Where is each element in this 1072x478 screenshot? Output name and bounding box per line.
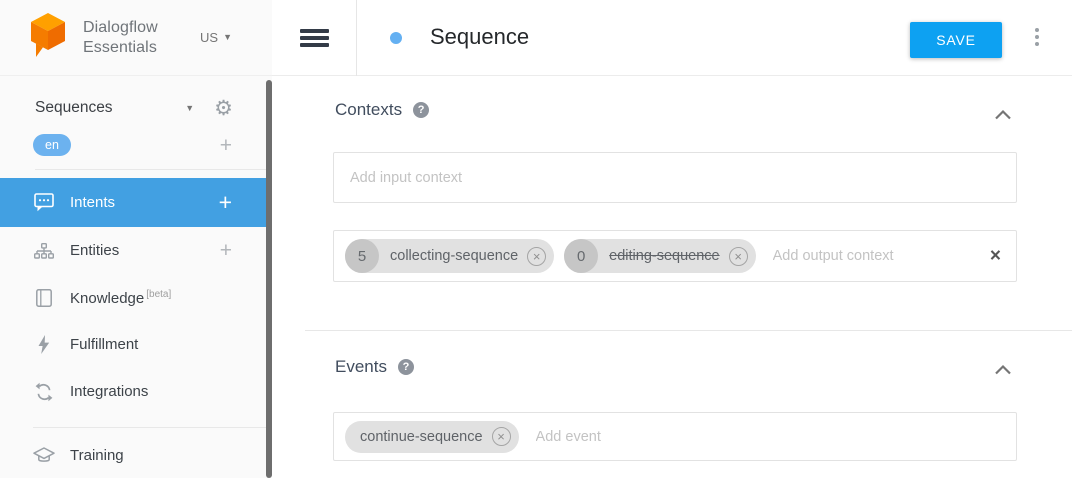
- collapse-contexts-icon[interactable]: [994, 107, 1012, 125]
- add-intent-icon[interactable]: +: [218, 189, 232, 215]
- sidebar-item-label: Integrations: [70, 383, 149, 400]
- sidebar-item-entities[interactable]: Entities +: [0, 227, 272, 274]
- event-chip[interactable]: continue-sequence ×: [345, 420, 519, 453]
- add-language-icon[interactable]: +: [219, 133, 232, 157]
- intent-status-dot: [390, 32, 402, 44]
- brand-name: Dialogflow Essentials: [83, 18, 158, 56]
- logo-row: Dialogflow Essentials US ▼: [0, 0, 272, 76]
- sidebar-item-label: Fulfillment: [70, 336, 139, 353]
- more-options-icon[interactable]: [1029, 28, 1045, 46]
- region-selector[interactable]: US ▼: [200, 30, 232, 45]
- sidebar-item-intents[interactable]: Intents +: [0, 178, 272, 227]
- sidebar-item-integrations[interactable]: Integrations: [0, 368, 272, 415]
- region-label: US: [200, 30, 219, 45]
- save-button[interactable]: SAVE: [910, 22, 1002, 58]
- remove-event-icon[interactable]: ×: [491, 427, 511, 446]
- page-title: Sequence: [430, 24, 530, 49]
- topbar: Sequence SAVE: [272, 0, 1072, 76]
- context-name: editing-sequence: [609, 248, 720, 264]
- clear-contexts-icon[interactable]: ×: [989, 245, 1001, 267]
- add-entity-icon[interactable]: +: [219, 239, 232, 262]
- sync-arrows-icon: [33, 382, 55, 402]
- sidebar-item-label: Training: [70, 447, 124, 464]
- remove-context-icon[interactable]: ×: [728, 246, 748, 266]
- gear-icon[interactable]: ⚙: [214, 96, 233, 120]
- beta-badge: [beta]: [146, 288, 172, 300]
- sidebar-item-label: Knowledge: [70, 289, 145, 307]
- sidebar: Dialogflow Essentials US ▼ Sequences ▼ ⚙…: [0, 0, 272, 478]
- sidebar-item-label: Entities: [70, 242, 120, 259]
- divider: [356, 0, 357, 76]
- hamburger-menu-icon[interactable]: [300, 29, 329, 47]
- language-badge[interactable]: en: [33, 134, 71, 156]
- graduation-cap-icon: [33, 447, 55, 464]
- output-context-chip[interactable]: 5 collecting-sequence ×: [345, 239, 555, 273]
- context-name: collecting-sequence: [390, 248, 519, 264]
- contexts-title: Contexts: [335, 100, 403, 119]
- language-row: en +: [0, 128, 272, 162]
- divider: [35, 169, 272, 170]
- context-lifespan: 5: [345, 239, 379, 273]
- entities-tree-icon: [33, 242, 55, 259]
- agent-name: Sequences: [35, 99, 113, 116]
- help-icon[interactable]: ?: [397, 359, 414, 375]
- contexts-section-header: Contexts ?: [335, 100, 430, 120]
- output-context-box: 5 collecting-sequence × 0 editing-sequen…: [333, 230, 1017, 282]
- sidebar-item-knowledge[interactable]: Knowledge[beta]: [0, 274, 272, 321]
- events-section-header: Events ?: [335, 357, 414, 377]
- book-icon: [33, 288, 55, 307]
- chevron-down-icon: ▼: [223, 32, 232, 42]
- events-title: Events: [335, 357, 387, 376]
- main-panel: Sequence SAVE Contexts ? 5 collecting-se…: [272, 0, 1072, 478]
- event-name: continue-sequence: [360, 428, 483, 445]
- remove-context-icon[interactable]: ×: [527, 246, 547, 266]
- sidebar-item-label: Intents: [70, 194, 116, 211]
- context-lifespan: 0: [564, 239, 599, 273]
- add-input-context-input[interactable]: [334, 153, 1016, 202]
- chevron-down-icon: ▼: [185, 102, 195, 113]
- sidebar-item-fulfillment[interactable]: Fulfillment: [0, 321, 272, 368]
- input-context-box: [333, 152, 1017, 203]
- help-icon[interactable]: ?: [413, 102, 430, 118]
- events-box: continue-sequence ×: [333, 412, 1017, 461]
- collapse-events-icon[interactable]: [994, 362, 1012, 380]
- add-event-input[interactable]: [528, 427, 1016, 446]
- add-output-context-input[interactable]: [765, 247, 1016, 265]
- lightning-bolt-icon: [33, 335, 55, 354]
- sidebar-scrollbar[interactable]: [266, 80, 272, 478]
- agent-selector[interactable]: Sequences ▼ ⚙: [0, 88, 272, 128]
- dialogflow-logo-icon: [27, 11, 69, 65]
- chat-bubble-icon: [33, 193, 55, 212]
- sidebar-item-training[interactable]: Training: [0, 432, 272, 478]
- sidebar-nav: Intents + Entities +: [0, 178, 272, 478]
- output-context-chip[interactable]: 0 editing-sequence ×: [564, 239, 756, 273]
- divider: [33, 427, 272, 428]
- divider: [305, 330, 1072, 331]
